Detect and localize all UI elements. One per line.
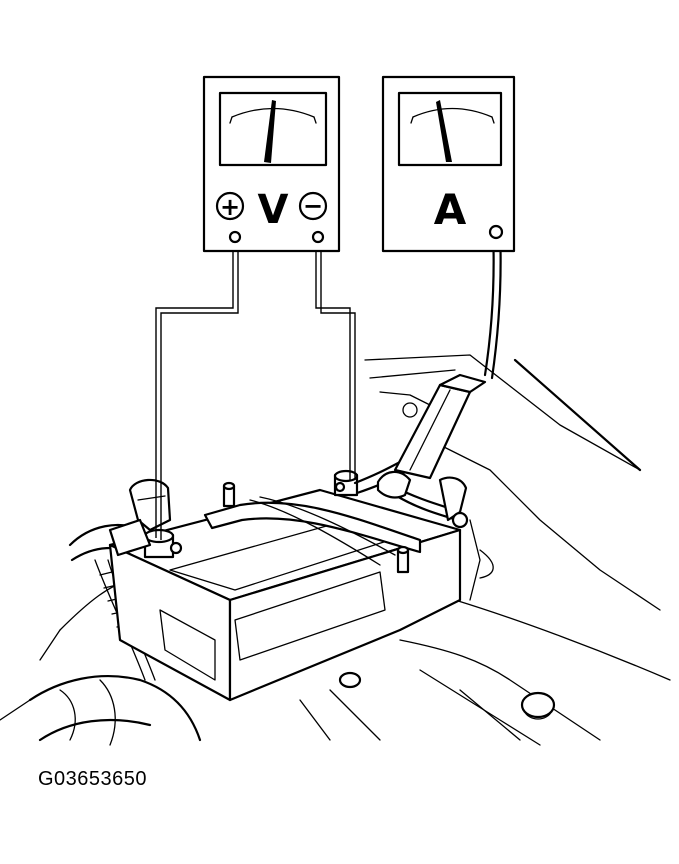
voltmeter-dial-face bbox=[218, 91, 328, 167]
voltmeter-positive-symbol: + bbox=[215, 191, 245, 221]
voltmeter-positive-jack bbox=[228, 230, 242, 244]
voltmeter-negative-symbol: − bbox=[298, 191, 328, 221]
voltmeter-unit-label: V bbox=[258, 187, 289, 233]
engine-bay-background bbox=[39, 354, 671, 746]
ammeter-dial-face bbox=[397, 91, 503, 167]
voltmeter-negative-jack bbox=[311, 230, 325, 244]
ammeter-scale-arc bbox=[412, 107, 493, 118]
figure-id-label: G03653650 bbox=[38, 768, 148, 790]
current-probe-clamp bbox=[376, 373, 487, 499]
battery bbox=[108, 469, 462, 702]
svg-text:+: + bbox=[220, 193, 240, 221]
voltmeter-needle bbox=[264, 100, 276, 163]
ammeter-jack bbox=[488, 224, 504, 240]
svg-text:−: − bbox=[303, 192, 323, 220]
ground-cable bbox=[353, 460, 469, 529]
voltmeter: + V − bbox=[202, 75, 341, 253]
ammeter-unit-label: A bbox=[434, 185, 467, 234]
ammeter-needle bbox=[436, 100, 452, 162]
ammeter: A bbox=[381, 75, 516, 253]
